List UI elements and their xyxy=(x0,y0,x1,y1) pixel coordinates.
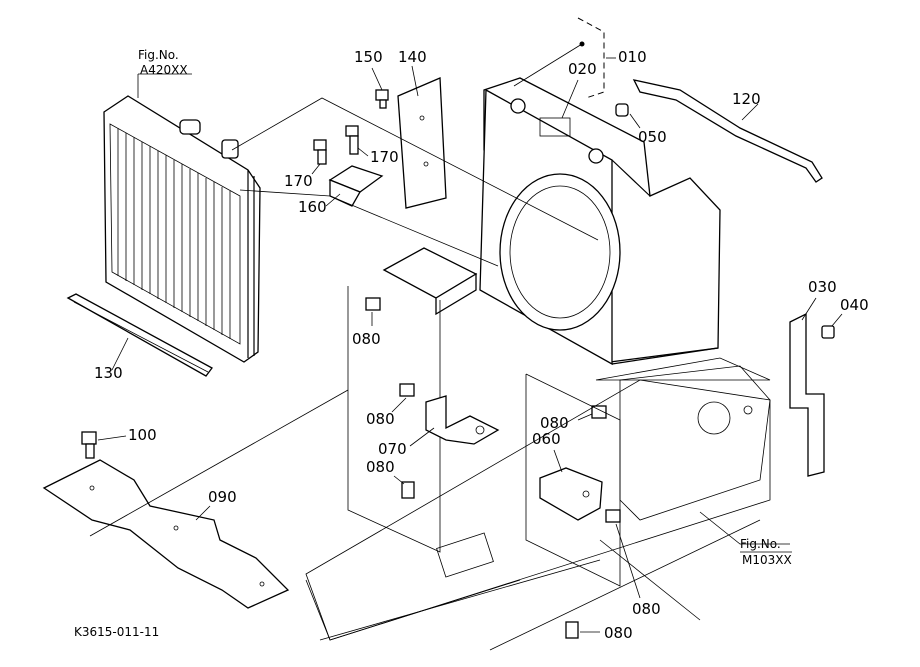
part-label-080f: 080 xyxy=(604,624,633,642)
bolt-080-d xyxy=(591,405,607,419)
part-label-020: 020 xyxy=(568,60,597,78)
nut-050 xyxy=(615,103,629,117)
part-label-130: 130 xyxy=(94,364,123,382)
bolt-170-left xyxy=(313,139,327,165)
part-label-140: 140 xyxy=(398,48,427,66)
bracket-070 xyxy=(425,395,500,445)
part-label-060: 060 xyxy=(532,430,561,448)
part-label-030: 030 xyxy=(808,278,837,296)
part-label-080c: 080 xyxy=(366,458,395,476)
part-label-070: 070 xyxy=(378,440,407,458)
bolt-080-a xyxy=(365,297,381,311)
radiator xyxy=(103,95,261,363)
bracket-160 xyxy=(328,165,384,207)
bolt-080-c xyxy=(401,481,415,499)
part-label-080b: 080 xyxy=(366,410,395,428)
part-label-080d: 080 xyxy=(540,414,569,432)
drawing-id: K3615-011-11 xyxy=(74,625,159,639)
bolt-080-f xyxy=(565,621,579,639)
fig-ref-top-code: A420XX xyxy=(140,63,188,77)
part-label-170a: 170 xyxy=(284,172,313,190)
frame xyxy=(305,357,771,651)
fan-shroud xyxy=(479,77,721,366)
lower-strip xyxy=(66,293,213,377)
bolt-080-b xyxy=(399,383,415,397)
part-label-050: 050 xyxy=(638,128,667,146)
part-label-090: 090 xyxy=(208,488,237,506)
part-label-120: 120 xyxy=(732,90,761,108)
fig-ref-bottom-label: Fig.No. xyxy=(740,537,781,551)
stay-rod xyxy=(632,79,823,183)
part-label-100: 100 xyxy=(128,426,157,444)
part-label-080a: 080 xyxy=(352,330,381,348)
undercover-090 xyxy=(42,459,290,609)
part-label-010: 010 xyxy=(618,48,647,66)
lower-bracket-left xyxy=(382,247,478,316)
part-label-170b: 170 xyxy=(370,148,399,166)
part-label-150: 150 xyxy=(354,48,383,66)
bracket-060 xyxy=(539,467,603,521)
bolt-080-e xyxy=(605,509,621,523)
bolt-170-right xyxy=(345,125,359,155)
part-label-080e: 080 xyxy=(632,600,661,618)
nut-040 xyxy=(821,325,835,339)
bolt-100 xyxy=(81,431,97,459)
side-brace-030 xyxy=(789,312,825,477)
part-label-160: 160 xyxy=(298,198,327,216)
seal-plate xyxy=(397,77,447,209)
fig-ref-top-label: Fig.No. xyxy=(138,48,179,62)
fig-ref-bottom-code: M103XX xyxy=(742,553,792,567)
part-label-040: 040 xyxy=(840,296,869,314)
bolt-150 xyxy=(375,89,389,109)
